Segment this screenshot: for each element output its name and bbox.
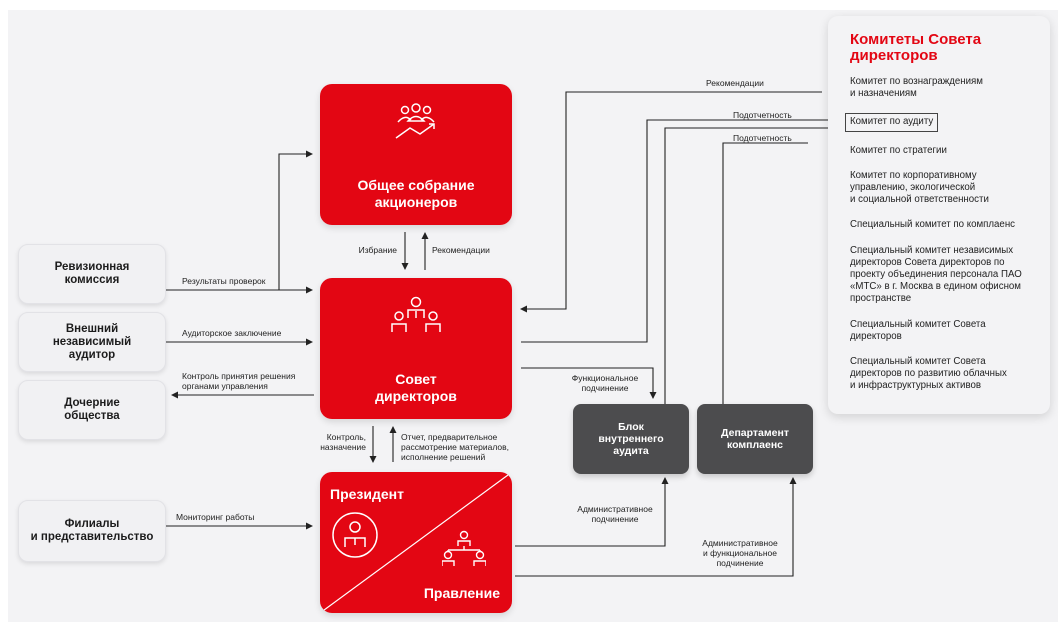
subsidiaries-box: Дочерние общества	[18, 380, 166, 440]
committee-item-audit: Комитет по аудиту	[845, 113, 939, 132]
label-decision-control: Контроль принятия решения органами управ…	[182, 371, 296, 391]
shareholders-title: Общее собрание акционеров	[357, 177, 475, 210]
shareholders-box: Общее собрание акционеров	[320, 84, 512, 225]
label-admin-func-sub: Административное и функциональное подчин…	[702, 538, 778, 568]
board-members-icon	[391, 296, 441, 332]
management-team-icon	[442, 530, 486, 566]
arrow-internal-audit-accountability	[664, 124, 841, 404]
label-accountability-1: Подотчетность	[733, 110, 792, 120]
arrow-committee-recommendations	[520, 91, 822, 313]
arrow-admin-sub	[515, 477, 669, 547]
committee-item-independent: Специальный комитет независимых директор…	[850, 244, 1022, 305]
committees-panel: Комитеты Совета директоров Комитет по во…	[828, 16, 1050, 414]
people-growth-icon	[395, 103, 435, 139]
arrow-audit-to-shareholders	[278, 150, 313, 290]
external-auditor-box: Внешний независимый аудитор	[18, 312, 166, 372]
management-title: Правление	[423, 585, 500, 601]
committee-item-strategy: Комитет по стратегии	[850, 144, 947, 156]
label-audit-results: Результаты проверок	[182, 276, 266, 286]
committee-item-remuneration: Комитет по вознаграждениям и назначениям	[850, 76, 983, 100]
internal-audit-label: Блок внутреннего аудита	[598, 421, 664, 457]
committee-item-cloud: Специальный комитет Совета директоров по…	[850, 356, 1007, 392]
president-icon	[332, 512, 378, 558]
label-monitoring: Мониторинг работы	[176, 512, 255, 522]
label-audit-conclusion: Аудиторское заключение	[182, 328, 282, 338]
compliance-dept-box: Департамент комплаенс	[697, 404, 813, 474]
audit-commission-label: Ревизионная комиссия	[54, 261, 130, 286]
diagonal-divider	[320, 472, 512, 613]
branches-label: Филиалы и представительство	[30, 518, 154, 543]
label-functional-sub: Функциональное подчинение	[571, 373, 639, 393]
committee-item-governance: Комитет по корпоративному управлению, эк…	[850, 169, 989, 206]
label-accountability-2: Подотчетность	[733, 133, 792, 143]
internal-audit-box: Блок внутреннего аудита	[573, 404, 689, 474]
label-recommendations-top: Рекомендации	[706, 78, 764, 88]
arrow-admin-func-sub	[515, 477, 797, 577]
board-box: Совет директоров	[320, 278, 512, 419]
committee-item-compliance: Специальный комитет по комплаенс	[850, 219, 1016, 231]
arrow-functional-sub	[521, 367, 657, 399]
label-control-appointment: Контроль, назначение	[320, 432, 366, 452]
external-auditor-label: Внешний независимый аудитор	[52, 322, 132, 361]
compliance-dept-label: Департамент комплаенс	[721, 427, 789, 451]
subsidiaries-label: Дочерние общества	[64, 397, 120, 422]
label-recommendations-mid: Рекомендации	[432, 245, 490, 255]
committee-item-special: Специальный комитет Совета директоров	[850, 318, 986, 342]
president-title: Президент	[330, 486, 404, 502]
label-report: Отчет, предварительное рассмотрение мате…	[401, 432, 509, 462]
president-management-box: Президент Правление	[320, 472, 512, 613]
label-admin-sub: Административное подчинение	[577, 504, 653, 524]
arrow-compliance-accountability	[722, 142, 808, 404]
label-election: Избрание	[358, 245, 397, 255]
committees-title: Комитеты Совета директоров	[850, 31, 982, 64]
arrow-board-to-audit-committee	[521, 116, 841, 343]
branches-box: Филиалы и представительство	[18, 500, 166, 562]
board-title: Совет директоров	[375, 371, 457, 404]
audit-commission-box: Ревизионная комиссия	[18, 244, 166, 304]
